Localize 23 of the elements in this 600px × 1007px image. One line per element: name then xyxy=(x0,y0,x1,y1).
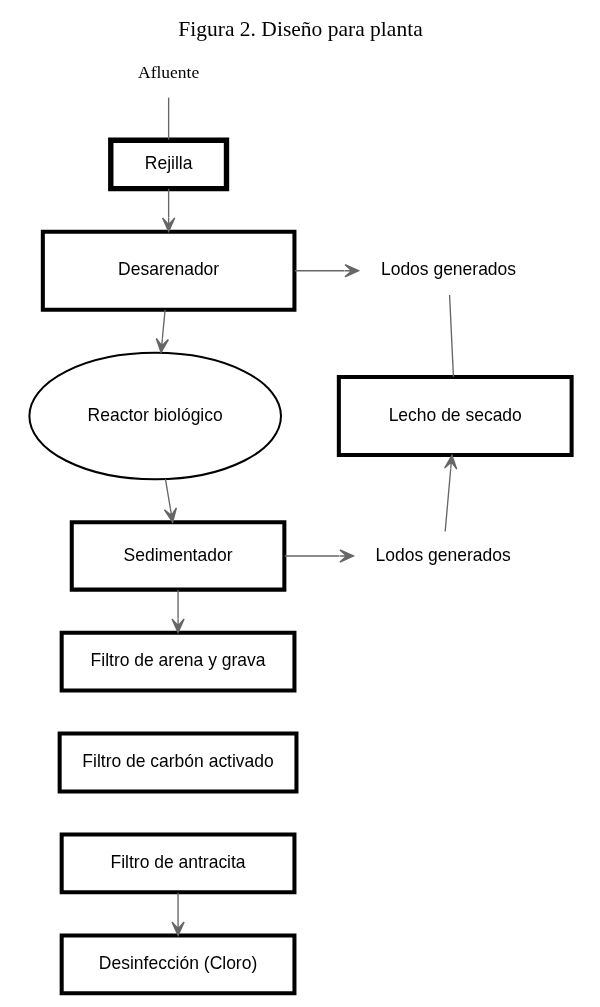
arrow xyxy=(283,549,354,563)
node-text: Afluente xyxy=(137,61,199,82)
connector xyxy=(167,96,169,141)
arrow xyxy=(163,478,177,523)
node-box: Sedimentador xyxy=(69,520,286,592)
arrow xyxy=(293,264,359,278)
node-box: Desarenador xyxy=(40,229,296,312)
node-box: Filtro de antracita xyxy=(59,832,296,895)
diagram-title: Figura 2. Diseño para planta xyxy=(177,17,423,42)
node-box: Filtro de arena y grava xyxy=(59,630,296,693)
connector xyxy=(448,294,454,378)
node-box: Filtro de carbón activado xyxy=(57,731,298,794)
arrow xyxy=(161,188,175,233)
arrow xyxy=(170,589,185,634)
arrow xyxy=(443,454,457,533)
node-text: Lodos generados xyxy=(375,544,511,565)
node-box: Lecho de secado xyxy=(336,375,574,458)
node-box: Rejilla xyxy=(107,137,229,192)
arrow xyxy=(155,309,169,354)
arrow xyxy=(170,891,185,937)
node-box: Desinfección (Cloro) xyxy=(59,933,296,996)
node-ellipse: Reactor biológico xyxy=(27,351,282,481)
node-text: Lodos generados xyxy=(380,259,516,280)
